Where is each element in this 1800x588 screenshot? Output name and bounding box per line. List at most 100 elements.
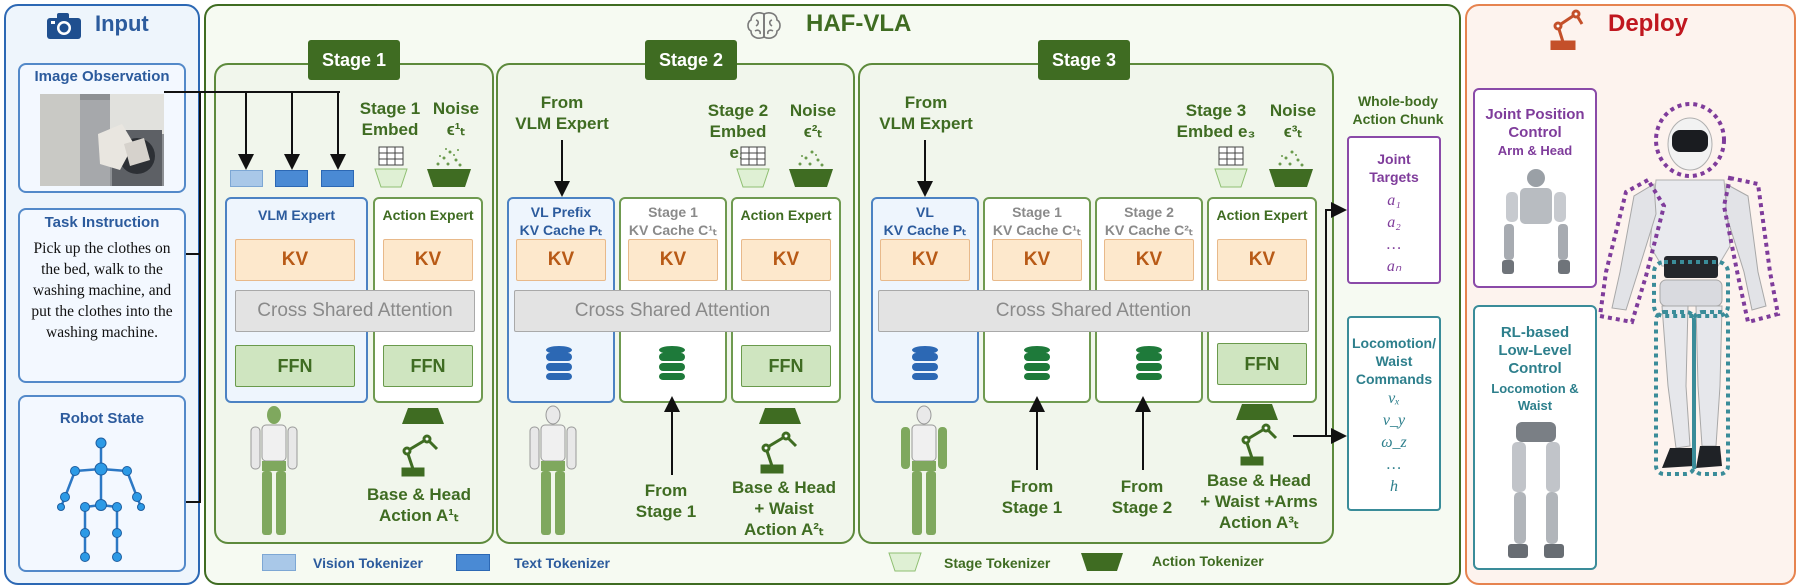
locomotion-item: h <box>1390 478 1398 495</box>
input-title: Input <box>95 11 149 36</box>
stage1-noise-line2: ϵ¹ₜ <box>446 120 466 139</box>
stage2-from-vlm: From VLM Expert <box>500 92 624 134</box>
noise-icon <box>792 146 828 168</box>
humanoid-icon-2 <box>527 405 579 540</box>
joint-target-list: a₁ a₂ … aₙ <box>1347 190 1441 278</box>
stage2-from-stage1-line2: Stage 1 <box>635 502 697 521</box>
stage1-noise-label: Noise ϵ¹ₜ <box>424 98 488 140</box>
grid-icon <box>740 146 766 166</box>
legend-action-swatch <box>1080 552 1124 572</box>
locomotion-title-line2: Waist <box>1375 353 1413 369</box>
rl-control-sub-line2: Waist <box>1517 398 1553 413</box>
stage2-vl-prefix-line2: KV Cache Pₜ <box>519 222 603 238</box>
stage2-from-vlm-line1: From <box>540 93 584 112</box>
stage1-embed-line1: Stage 1 <box>359 99 421 118</box>
humanoid-robot-image <box>1597 96 1794 536</box>
stage1-tab: Stage 1 <box>308 40 400 80</box>
stage2-action-line3: Action A²ₜ <box>744 520 824 539</box>
stage2-noise-line2: ϵ²ₜ <box>803 122 823 141</box>
action-decoder-2 <box>759 407 801 425</box>
stage3-stage2-kv: KV <box>1104 239 1194 281</box>
chunk-title: Whole-body Action Chunk <box>1340 92 1456 128</box>
stage1-vlm-ffn: FFN <box>235 345 355 387</box>
task-instruction-box <box>18 208 186 383</box>
action-token-3 <box>1268 168 1314 188</box>
stage1-vlm-kv: KV <box>235 239 355 281</box>
stage3-from-stage2-line1: From <box>1120 477 1164 496</box>
stage1-action-label: Base & Head Action A¹ₜ <box>349 484 489 526</box>
action-decoder-1 <box>402 407 444 425</box>
stage3-action-line2: + Waist +Arms <box>1200 492 1318 511</box>
task-instruction-label: Task Instruction <box>44 214 160 231</box>
stage2-action-ffn: FFN <box>741 345 831 387</box>
stage3-from-stage1-line1: From <box>1010 477 1054 496</box>
stage3-from-stage2-line2: Stage 2 <box>1111 498 1173 517</box>
noise-icon <box>1272 146 1308 168</box>
robot-state-label: Robot State <box>59 410 145 427</box>
chunk-title-line1: Whole-body <box>1357 93 1439 109</box>
locomotion-item: … <box>1386 456 1402 473</box>
stage1-action-expert-title: Action Expert <box>382 207 474 223</box>
joint-control-title: Joint Position Control <box>1473 106 1597 142</box>
database-icon-green <box>657 345 687 381</box>
stage2-from-vlm-line2: VLM Expert <box>515 114 609 133</box>
joint-target-item: … <box>1386 236 1402 253</box>
stage1-noise-line1: Noise <box>432 99 480 118</box>
rl-control-line2: Low-Level <box>1498 342 1572 359</box>
joint-targets-line2: Targets <box>1369 169 1419 185</box>
database-icon-green <box>1134 345 1164 381</box>
lower-body-robot-image <box>1498 418 1574 564</box>
joint-control-sub: Arm & Head <box>1497 143 1573 158</box>
robot-arm-icon-3 <box>1236 422 1282 466</box>
stage1-action-kv: KV <box>383 239 473 281</box>
stage-token-1 <box>374 168 408 188</box>
locomotion-list: vₓ v_y ω_z … h <box>1347 388 1441 498</box>
legend-action-label: Action Tokenizer <box>1152 553 1264 569</box>
joint-targets-box <box>1347 136 1441 284</box>
stage2-cross-attention: Cross Shared Attention <box>514 290 831 332</box>
deploy-title: Deploy <box>1608 10 1689 37</box>
skeleton-icon <box>55 435 147 565</box>
stage-token-3 <box>1214 168 1248 188</box>
stage3-stage2-cache-line2: KV Cache C²ₜ <box>1104 222 1194 238</box>
action-decoder-3 <box>1236 403 1278 421</box>
rl-control-line3: Control <box>1508 360 1562 377</box>
joint-target-item: a₂ <box>1387 214 1401 231</box>
stage3-action-label: Base & Head + Waist +Arms Action A³ₜ <box>1186 470 1332 533</box>
locomotion-title-line1: Locomotion/ <box>1352 335 1436 351</box>
stage3-from-vlm-line1: From <box>904 93 948 112</box>
robot-arm-icon-2 <box>756 430 802 474</box>
locomotion-item: ω_z <box>1381 434 1407 451</box>
stage3-stage1-kv: KV <box>992 239 1082 281</box>
grid-icon <box>1218 146 1244 166</box>
stage1-cross-attention: Cross Shared Attention <box>235 290 475 332</box>
stage3-noise-line1: Noise <box>1269 101 1317 120</box>
stage3-action-kv: KV <box>1217 239 1307 281</box>
stage3-from-stage1-line2: Stage 1 <box>1001 498 1063 517</box>
stage3-embed-label: Stage 3 Embed e₃ <box>1176 100 1256 142</box>
humanoid-icon-3 <box>898 405 950 540</box>
stage3-from-stage2: From Stage 2 <box>1100 476 1184 518</box>
database-icon-blue <box>544 345 574 381</box>
joint-targets-title: Joint Targets <box>1347 150 1441 186</box>
task-instruction-text: Pick up the clothes on the bed, walk to … <box>31 240 173 341</box>
rl-control-title: RL-based Low-Level Control <box>1473 324 1597 378</box>
locomotion-title-line3: Commands <box>1355 371 1433 387</box>
upper-body-robot-image <box>1498 168 1574 280</box>
joint-control-line2: Control <box>1508 124 1562 141</box>
stage2-noise-line1: Noise <box>789 101 837 120</box>
legend-text-label: Text Tokenizer <box>514 555 610 571</box>
rl-control-sub-line1: Locomotion & <box>1491 381 1579 396</box>
stage2-vl-kv: KV <box>516 239 606 281</box>
stage3-stage1-cache-line1: Stage 1 <box>1012 204 1062 220</box>
locomotion-item: vₓ <box>1388 390 1400 407</box>
main-title: HAF-VLA <box>806 10 912 37</box>
action-token-1 <box>426 168 472 188</box>
stage3-stage1-cache-line2: KV Cache C¹ₜ <box>992 222 1082 238</box>
joint-target-item: aₙ <box>1386 258 1402 275</box>
stage1-action-line2: Action A¹ₜ <box>379 506 459 525</box>
stage3-cross-attention: Cross Shared Attention <box>878 290 1309 332</box>
stage1-action-line1: Base & Head <box>367 485 471 504</box>
text-token-1 <box>275 170 308 187</box>
